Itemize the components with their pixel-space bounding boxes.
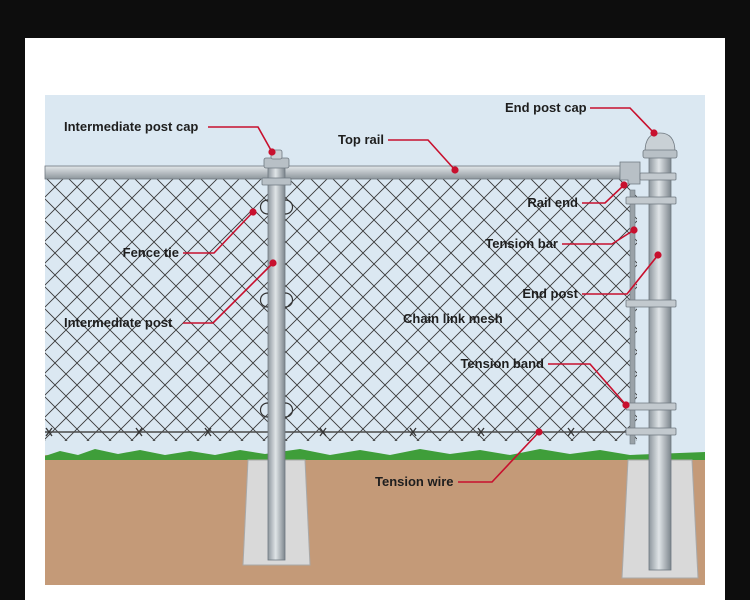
intermediate-post-cap	[261, 149, 292, 186]
pointer-intermediate-post	[269, 259, 277, 267]
pointer-tension-band	[622, 401, 630, 409]
intermediate-post	[267, 159, 286, 561]
leader-end-post-cap	[590, 107, 655, 134]
end-post-cap	[642, 132, 678, 159]
pointer-top-rail	[451, 166, 459, 174]
label-tension-bar: Tension bar	[485, 236, 558, 251]
ground	[45, 455, 705, 585]
rail-end-fitting	[619, 161, 641, 185]
tension-bands	[625, 172, 677, 436]
leader-rail-end	[582, 184, 625, 204]
leader-intermediate-post-cap	[208, 126, 273, 153]
label-end-post: End post	[522, 286, 578, 301]
label-top-rail: Top rail	[338, 132, 384, 147]
label-tension-wire: Tension wire	[375, 474, 454, 489]
tension-wire-ties	[45, 427, 575, 437]
pointer-end-post	[654, 251, 662, 259]
leader-top-rail	[388, 139, 456, 171]
label-end-post-cap: End post cap	[505, 100, 587, 115]
leader-tension-band	[548, 363, 627, 406]
leader-fence-tie	[183, 211, 254, 254]
pointer-tension-bar	[630, 226, 638, 234]
leader-tension-bar	[562, 229, 635, 245]
label-intermediate-post: Intermediate post	[64, 315, 173, 330]
label-rail-end: Rail end	[527, 195, 578, 210]
leader-end-post	[582, 254, 659, 295]
pointer-end-post-cap	[650, 129, 658, 137]
grass-strip	[45, 449, 705, 460]
label-tension-band: Tension band	[460, 356, 544, 371]
fence-ties	[259, 199, 294, 418]
pointer-intermediate-post-cap	[268, 148, 276, 156]
pointer-tension-wire	[535, 428, 543, 436]
label-fence-tie: Fence tie	[123, 245, 179, 260]
top-rail	[44, 165, 630, 180]
tension-bar	[629, 189, 636, 445]
chain-link-mesh	[45, 173, 637, 441]
label-chain-link-mesh: Chain link mesh	[403, 311, 503, 326]
end-post	[648, 149, 672, 571]
label-intermediate-post-cap: Intermediate post cap	[64, 119, 198, 134]
pointer-rail-end	[620, 181, 628, 189]
leader-tension-wire	[458, 431, 540, 483]
leader-intermediate-post	[183, 262, 274, 324]
pointer-fence-tie	[249, 208, 257, 216]
